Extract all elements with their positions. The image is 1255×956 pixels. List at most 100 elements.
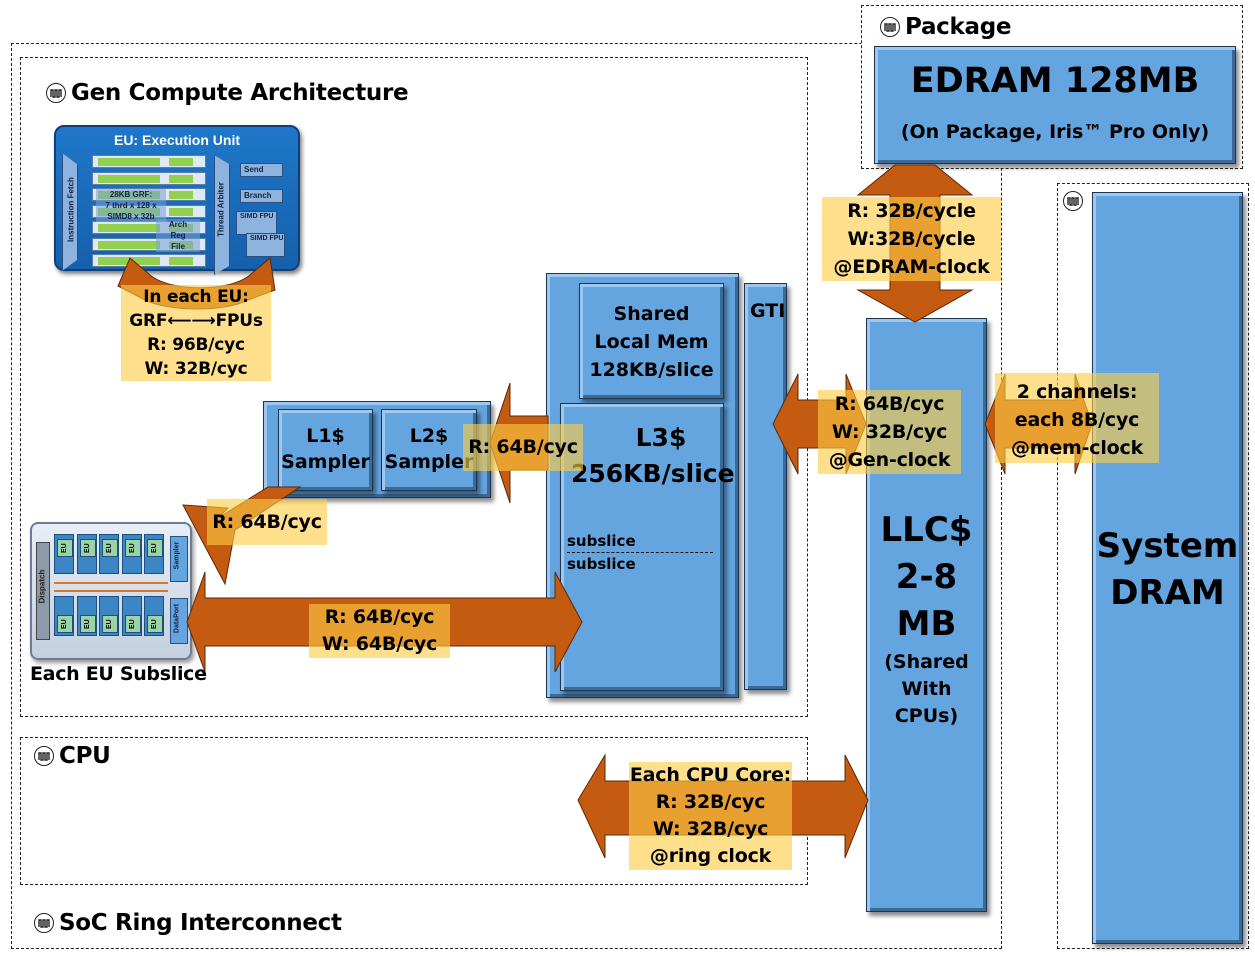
llc-line: LLC$ [880,510,973,550]
l3-sampler-label: R: 64B/cyc [463,424,583,471]
eu-title: EU: Execution Unit [113,132,240,148]
grf-line: SIMD8 x 32b [107,212,155,221]
llc-note-line: With [901,678,952,700]
arf-cell [169,191,193,199]
package-label: Package [905,14,1012,40]
sampler-unit [170,536,188,582]
system-dram-block: System DRAM [1092,192,1243,944]
eu-cell: EU [144,534,164,574]
llc-note: (Shared With CPUs) [867,649,986,730]
simd-fpu-unit: SIMD FPU [236,211,277,235]
gti-label: GTI [750,300,786,322]
eu-grf-fpu-label: In each EU: GRF⟵⟶FPUs R: 96B/cyc W: 32B/… [121,285,271,381]
slm-line: Local Mem [594,331,709,353]
grf-cell [98,158,160,166]
dram-line: DRAM [1110,573,1225,613]
l1-line: L1$ [306,425,345,447]
system-dram-text: System DRAM [1093,523,1242,617]
package-title: Package [880,14,1011,40]
bw-line: W: 32B/cyc [144,359,248,379]
eu-cell: EU [99,596,119,636]
grf-cell [98,240,160,249]
dispatch-unit [36,542,50,640]
arf-line: Reg [170,231,186,240]
eu-cell: EU [54,596,74,636]
bw-line: @EDRAM-clock [833,256,990,278]
shared-local-mem-block: Shared Local Mem 128KB/slice [579,283,724,399]
subslice-bottom-label: subslice [567,555,636,573]
bw-line: In each EU: [143,287,249,307]
l2-line: L2$ [409,425,449,447]
grf-label: 28KB GRF: 7 thrd x 128 x SIMD8 x 32b [96,189,166,222]
llc-note-line: (Shared [884,651,969,673]
subslice-bus [54,582,168,592]
bw-line: @ring clock [649,845,772,867]
soc-ring-label: SoC Ring Interconnect [59,910,342,936]
cpu-title: CPU [34,743,111,769]
arf-cell [169,257,193,265]
grf-cell [98,224,160,232]
bw-line: W:32B/cycle [847,228,976,250]
l3-line: 256KB/slice [571,459,735,488]
bw-line: each 8B/cyc [1014,409,1140,431]
gti-block: GTI [744,283,787,690]
grf-register-row [92,171,206,185]
l1-line: Sampler [281,451,370,473]
branch-unit: Branch [240,189,283,203]
shared-local-mem-text: Shared Local Mem 128KB/slice [580,300,723,384]
bw-line: W: 32B/cyc [831,421,948,443]
edram-title: EDRAM 128MB [910,61,1200,101]
eu-cell: EU [54,534,74,574]
system-dram-clock-icon [1063,191,1083,211]
grf-line: 7 thrd x 128 x [105,201,157,210]
arf-cell [169,158,193,166]
clock-icon [46,83,66,103]
eu-cell: EU [99,534,119,574]
eu-cell: EU [121,534,142,574]
grf-register-row [92,155,206,168]
bw-line: W: 32B/cyc [652,818,769,840]
l1-sampler-block: L1$ Sampler [278,409,373,491]
slm-line: Shared [613,303,690,325]
edram-subtitle: (On Package, Iris™ Pro Only) [900,121,1210,143]
eu-cell: EU [121,596,142,636]
l1-sampler-text: L1$ Sampler [279,423,372,475]
bw-line: R: 64B/cyc [324,606,435,628]
arf-line: Arch [168,220,188,229]
grf-cell [98,174,160,183]
bw-line: R: 32B/cycle [847,200,976,222]
soc-ring-title: SoC Ring Interconnect [34,910,342,936]
bw-line: @mem-clock [1010,437,1144,459]
bw-line: R: 64B/cyc [834,393,945,415]
system-dram-frame [1057,183,1249,949]
bw-line: R: 96B/cyc [147,335,245,355]
simd-fpu-unit: SIMD FPU [246,233,285,257]
cpu-llc-label: Each CPU Core: R: 32B/cyc W: 32B/cyc @ri… [629,762,792,870]
l3-cache-block: L3$ 256KB/slice subslice subslice [560,403,735,691]
eu-cell: EU [76,596,97,636]
gen-compute-title: Gen Compute Architecture [46,80,409,106]
subslice-caption: Each EU Subslice [30,663,207,685]
llc-text: LLC$ 2-8 MB [867,507,986,648]
bw-line: W: 64B/cyc [321,633,438,655]
gen-compute-frame [20,57,808,717]
bw-line: R: 32B/cyc [655,791,766,813]
subslice-l3-label: R: 64B/cyc W: 64B/cyc [309,604,450,658]
l3-text: L3$ 256KB/slice [561,420,735,492]
bw-line: R: 64B/cyc [468,436,578,458]
l3-line: L3$ [635,423,687,452]
bw-line: @Gen-clock [828,449,951,471]
bw-line: GRF⟵⟶FPUs [129,311,263,331]
slm-line: 128KB/slice [589,359,714,381]
gen-compute-label: Gen Compute Architecture [71,80,409,106]
edram-block: EDRAM 128MB (On Package, Iris™ Pro Only) [874,46,1236,164]
soc-ring-frame [11,43,1002,949]
gti-llc-label: R: 64B/cyc W: 32B/cyc @Gen-clock [818,390,961,474]
eu-cell: EU [144,596,164,636]
subslice-top-label: subslice [567,532,636,550]
l2-line: Sampler [384,451,474,473]
clock-icon [34,746,54,766]
llc-line: MB [896,604,957,644]
